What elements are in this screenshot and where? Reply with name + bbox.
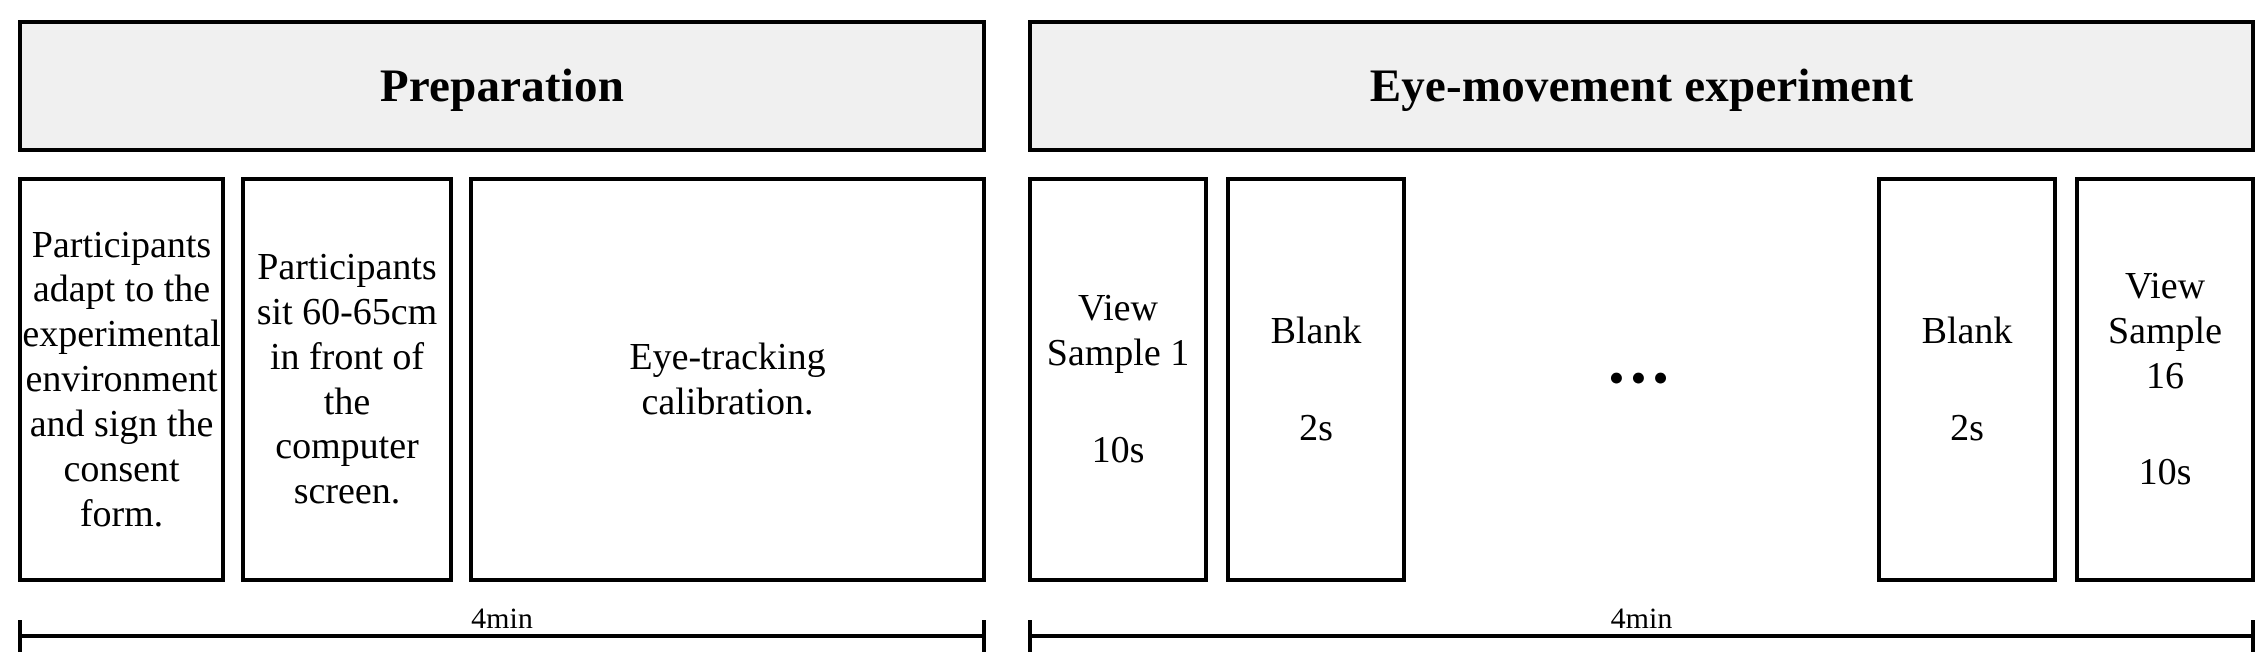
bracket-line-experiment bbox=[1028, 634, 2255, 638]
panel-title-preparation: Preparation bbox=[379, 59, 625, 112]
trial-box-view-sample-1-title: View Sample 1 bbox=[1046, 287, 1190, 375]
panel-preparation: Preparation Participants adapt to the ex… bbox=[18, 0, 986, 663]
trial-box-blank-first-title: Blank bbox=[1270, 309, 1362, 352]
step-box-adapt: Participants adapt to the experimental e… bbox=[18, 177, 225, 582]
trial-box-view-sample-1-duration: 10s bbox=[1091, 428, 1145, 471]
duration-bracket-preparation: 4min bbox=[18, 604, 986, 654]
duration-label-preparation: 4min bbox=[471, 602, 533, 635]
trial-box-view-sample-16: View Sample 16 10s bbox=[2075, 177, 2255, 582]
panel-header-experiment: Eye-movement experiment bbox=[1028, 20, 2255, 152]
trial-box-blank-last-title: Blank bbox=[1921, 309, 2013, 352]
bracket-line-preparation bbox=[18, 634, 986, 638]
duration-bracket-experiment: 4min bbox=[1028, 604, 2255, 654]
step-box-calibration: Eye-tracking calibration. bbox=[469, 177, 986, 582]
duration-label-experiment: 4min bbox=[1610, 602, 1673, 635]
bracket-tick-right-experiment bbox=[2251, 620, 2255, 652]
panel-header-preparation: Preparation bbox=[18, 20, 986, 152]
panel-title-experiment: Eye-movement experiment bbox=[1369, 59, 1914, 112]
step-box-calibration-text: Eye-tracking calibration. bbox=[629, 335, 826, 423]
trial-box-view-sample-16-duration: 10s bbox=[2138, 451, 2192, 494]
step-box-adapt-text: Participants adapt to the experimental e… bbox=[22, 223, 221, 535]
step-box-sit-text: Participants sit 60-65cm in front of the… bbox=[256, 246, 438, 513]
trial-box-blank-last-duration: 2s bbox=[1950, 406, 1984, 449]
bracket-tick-right-preparation bbox=[982, 620, 986, 652]
step-box-row-preparation: Participants adapt to the experimental e… bbox=[18, 177, 986, 582]
trial-box-blank-first: Blank 2s bbox=[1226, 177, 1406, 582]
trial-box-row-experiment: View Sample 1 10s Blank 2s ••• Blank 2s … bbox=[1028, 177, 2255, 582]
trial-box-view-sample-1: View Sample 1 10s bbox=[1028, 177, 1208, 582]
trial-sequence-ellipsis: ••• bbox=[1608, 351, 1675, 403]
trial-box-view-sample-16-title: View Sample 16 bbox=[2108, 264, 2222, 397]
trial-box-blank-last: Blank 2s bbox=[1877, 177, 2057, 582]
trial-box-blank-first-duration: 2s bbox=[1299, 406, 1333, 449]
panel-eye-movement-experiment: Eye-movement experiment View Sample 1 10… bbox=[1028, 0, 2255, 663]
step-box-sit: Participants sit 60-65cm in front of the… bbox=[241, 177, 453, 582]
